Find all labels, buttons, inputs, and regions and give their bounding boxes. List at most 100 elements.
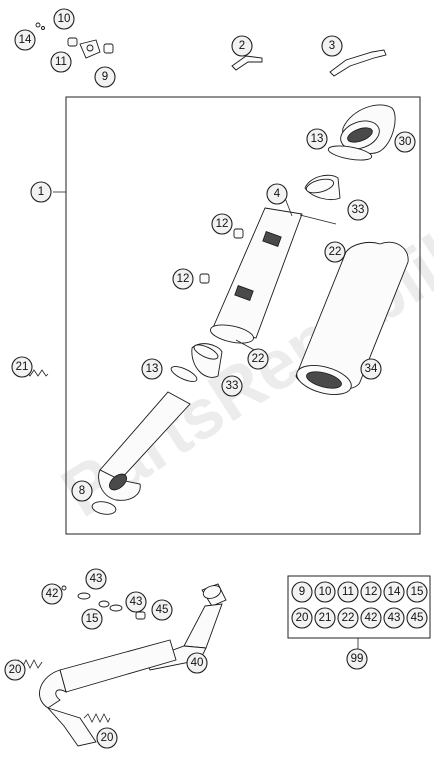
callout-label: 9 xyxy=(102,71,108,83)
kit-item-circle xyxy=(337,581,359,603)
callout-circle xyxy=(4,659,26,681)
callout-43: 43 xyxy=(85,568,107,590)
callout-label: 43 xyxy=(90,573,103,585)
callout-circle xyxy=(266,183,288,205)
nut-part xyxy=(67,37,78,47)
bracket-hole xyxy=(86,44,94,52)
kit-item-9: 9 xyxy=(291,581,313,603)
callout-circle xyxy=(81,608,103,630)
heat-shield-bracket-3 xyxy=(329,49,387,77)
clamp-45 xyxy=(135,611,146,620)
kit-item-circle xyxy=(360,607,382,629)
callout-label: 20 xyxy=(101,732,114,744)
kit-item-label: 42 xyxy=(365,612,378,624)
washer-15 xyxy=(98,600,110,608)
callout-30: 30 xyxy=(394,131,416,153)
callout-42: 42 xyxy=(41,583,63,605)
small-hardware-group xyxy=(35,22,114,59)
callout-13: 13 xyxy=(141,358,163,380)
callout-circle xyxy=(94,66,116,88)
callout-circle xyxy=(14,29,36,51)
kit-item-label: 11 xyxy=(342,586,354,598)
seal-ring-lower xyxy=(170,366,198,382)
callout-label: 43 xyxy=(130,596,143,608)
callout-2: 2 xyxy=(231,35,253,57)
callout-12: 12 xyxy=(172,268,194,290)
callout-circle xyxy=(231,35,253,57)
callout-circle xyxy=(85,568,107,590)
callout-label: 13 xyxy=(146,363,159,375)
kit-item-circle xyxy=(383,607,405,629)
callout-circle xyxy=(125,591,147,613)
kit-item-circle xyxy=(383,581,405,603)
end-cap-seal-ring xyxy=(327,145,373,161)
kit-item-label: 10 xyxy=(319,586,332,598)
kit-item-11: 11 xyxy=(337,581,359,603)
callout-15: 15 xyxy=(81,608,103,630)
callout-circle xyxy=(321,35,343,57)
callout-label: 45 xyxy=(156,604,169,616)
callout-label: 2 xyxy=(239,40,245,52)
callout-14: 14 xyxy=(14,29,36,51)
kit-item-circle xyxy=(406,581,428,603)
kit-item-10: 10 xyxy=(314,581,336,603)
callout-label: 1 xyxy=(38,186,44,198)
kit-item-label: 9 xyxy=(299,586,305,598)
grommet-part xyxy=(103,43,114,54)
spring-20-lower xyxy=(83,713,111,723)
callout-10: 10 xyxy=(53,8,75,30)
callout-label: 13 xyxy=(311,133,324,145)
callout-21: 21 xyxy=(11,356,33,378)
callout-label: 22 xyxy=(252,353,265,365)
screw-42 xyxy=(61,585,67,591)
muffler-assembly-frame xyxy=(65,96,421,535)
callout-label: 40 xyxy=(191,657,204,669)
kit-item-label: 45 xyxy=(411,612,424,624)
grommet-12-lower xyxy=(199,273,210,284)
callout-circle xyxy=(346,648,368,670)
kit-item-circle xyxy=(314,607,336,629)
callout-label: 33 xyxy=(226,380,239,392)
kit-item-43: 43 xyxy=(383,607,405,629)
kit-item-circle xyxy=(360,581,382,603)
leader-4 xyxy=(284,197,293,217)
callout-circle xyxy=(360,358,382,380)
grommet-12-upper xyxy=(233,228,244,239)
callout-11: 11 xyxy=(50,51,72,73)
end-insert-upper-opening xyxy=(305,178,335,194)
callout-label: 8 xyxy=(79,485,85,497)
callout-label: 3 xyxy=(329,40,335,52)
callout-label: 12 xyxy=(177,273,190,285)
callout-40: 40 xyxy=(186,652,208,674)
muffler-sleeve-part xyxy=(295,241,409,395)
callout-label: 30 xyxy=(399,136,412,148)
kit-item-42: 42 xyxy=(360,607,382,629)
callout-12: 12 xyxy=(211,213,233,235)
callout-33: 33 xyxy=(221,375,243,397)
callout-43: 43 xyxy=(125,591,147,613)
callout-3: 3 xyxy=(321,35,343,57)
kit-item-14: 14 xyxy=(383,581,405,603)
callout-label: 42 xyxy=(46,588,59,600)
callout-circle xyxy=(172,268,194,290)
callout-22: 22 xyxy=(324,241,346,263)
kit-item-circle xyxy=(291,581,313,603)
kit-item-20: 20 xyxy=(291,607,313,629)
kit-item-label: 12 xyxy=(365,586,378,598)
callout-1: 1 xyxy=(30,181,52,203)
callout-9: 9 xyxy=(94,66,116,88)
callout-13: 13 xyxy=(306,128,328,150)
callout-34: 34 xyxy=(360,358,382,380)
kit-item-label: 14 xyxy=(388,586,401,598)
callout-circle xyxy=(186,652,208,674)
end-insert-lower-opening xyxy=(193,344,219,360)
callout-8: 8 xyxy=(71,480,93,502)
callout-label: 15 xyxy=(86,613,99,625)
kit-frame xyxy=(287,575,431,639)
kit-item-label: 43 xyxy=(388,612,401,624)
callout-circle xyxy=(71,480,93,502)
kit-item-15: 15 xyxy=(406,581,428,603)
header-pipe-part xyxy=(39,583,227,747)
